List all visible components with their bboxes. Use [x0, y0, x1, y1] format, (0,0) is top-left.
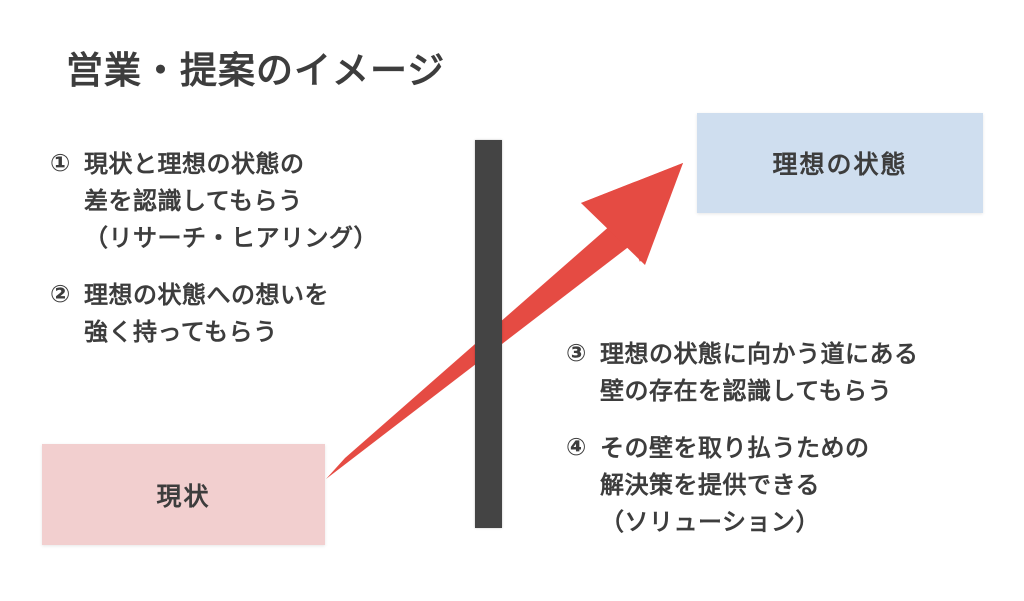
wall-bar: [475, 140, 502, 528]
current-state-box: 現状: [42, 444, 325, 545]
right-step-list: ③ 理想の状態に向かう道にある 壁の存在を認識してもらう ④ その壁を取り払うた…: [566, 336, 1018, 541]
list-item-line: 強く持ってもらう: [84, 319, 278, 346]
list-item-line: 解決策を提供できる: [600, 472, 821, 499]
list-item: ② 理想の状態への想いを 強く持ってもらう: [50, 277, 480, 351]
list-item-line: 理想の状態への想いを: [84, 282, 329, 309]
ideal-state-box: 理想の状態: [697, 113, 983, 213]
ideal-state-label: 理想の状態: [772, 151, 908, 179]
list-item: ① 現状と理想の状態の 差を認識してもらう （リサーチ・ヒアリング）: [50, 146, 480, 257]
list-item-line: 差を認識してもらう: [84, 188, 303, 215]
list-item-line: 壁の存在を認識してもらう: [600, 378, 893, 405]
list-item-marker: ④: [566, 434, 587, 461]
list-item-text: 理想の状態への想いを 強く持ってもらう: [84, 277, 480, 351]
list-item-text: 現状と理想の状態の 差を認識してもらう （リサーチ・ヒアリング）: [84, 146, 480, 257]
list-item-line: 現状と理想の状態の: [84, 151, 305, 178]
list-item-line: （ソリューション）: [600, 509, 821, 536]
list-item: ④ その壁を取り払うための 解決策を提供できる （ソリューション）: [566, 430, 1018, 541]
left-step-list: ① 現状と理想の状態の 差を認識してもらう （リサーチ・ヒアリング） ② 理想の…: [50, 146, 480, 351]
list-item-line: 理想の状態に向かう道にある: [600, 341, 919, 368]
list-item-marker: ②: [50, 281, 71, 308]
list-item-marker: ①: [50, 150, 71, 177]
list-item: ③ 理想の状態に向かう道にある 壁の存在を認識してもらう: [566, 336, 1018, 410]
list-item-line: （リサーチ・ヒアリング）: [84, 225, 378, 252]
list-item-line: その壁を取り払うための: [600, 435, 870, 462]
list-item-text: 理想の状態に向かう道にある 壁の存在を認識してもらう: [600, 336, 1018, 410]
current-state-label: 現状: [156, 482, 211, 511]
list-item-marker: ③: [566, 340, 587, 367]
page-title: 営業・提案のイメージ: [66, 50, 446, 91]
list-item-text: その壁を取り払うための 解決策を提供できる （ソリューション）: [600, 430, 1018, 541]
